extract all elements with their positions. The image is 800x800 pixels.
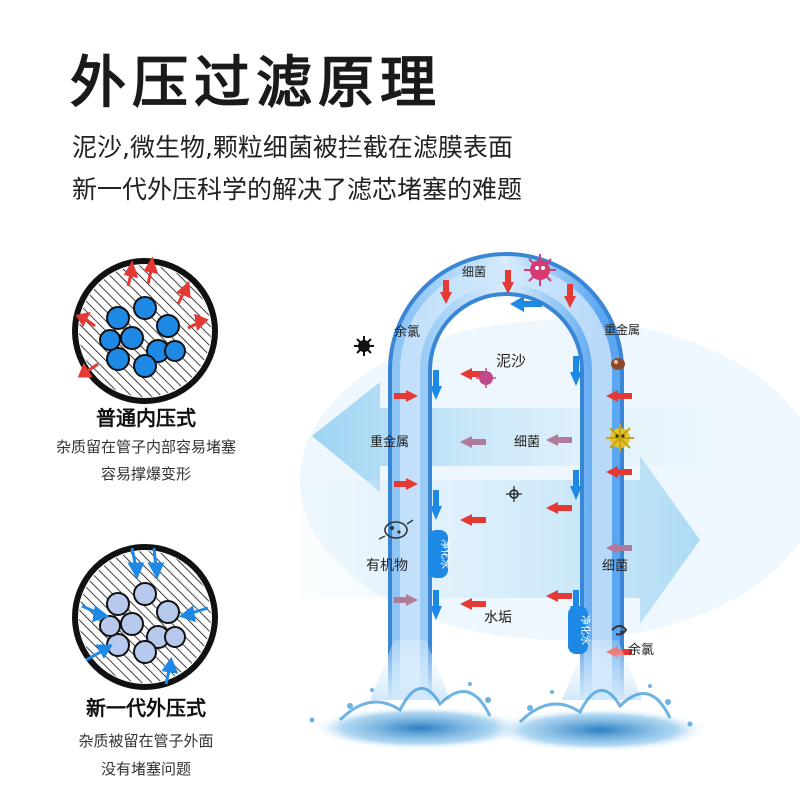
sand-microbe-icon xyxy=(476,368,496,388)
organic-matter-icon xyxy=(378,519,414,540)
heavy-metal-particle-icon xyxy=(611,358,625,370)
purified-water-left: 净化水 xyxy=(428,530,452,578)
small-germ-icon xyxy=(506,486,522,502)
label-bacteria-right: 细菌 xyxy=(602,559,628,574)
subtitle-line-1: 泥沙,微生物,颗粒细菌被拦截在滤膜表面 xyxy=(72,133,513,162)
water-splash-right xyxy=(490,640,710,752)
bacteria-icon xyxy=(524,254,556,286)
water-splash-left xyxy=(309,640,530,750)
inner-pressure-label: 普通内压式 xyxy=(96,406,196,430)
virus-icon xyxy=(354,336,374,356)
impurity-arrows-faded xyxy=(394,434,632,606)
purified-water-left-text: 净化水 xyxy=(439,539,452,569)
u-tube xyxy=(388,252,624,700)
label-organic: 有机物 xyxy=(366,558,408,574)
page-title: 外压过滤原理 xyxy=(70,51,442,116)
inner-pressure-membrane-icon xyxy=(70,256,220,406)
label-chlorine-left: 余氯 xyxy=(394,324,420,340)
label-bacteria-top: 细菌 xyxy=(462,265,486,279)
label-sand: 泥沙 xyxy=(496,352,526,370)
outer-pressure-label: 新一代外压式 xyxy=(86,696,206,720)
outer-pressure-membrane-icon xyxy=(70,542,220,692)
label-scale: 水垢 xyxy=(484,610,512,626)
label-bacteria-mid: 细菌 xyxy=(514,435,540,450)
label-heavy-metal-top: 重金属 xyxy=(604,322,640,337)
label-chlorine-right: 余氯 xyxy=(628,642,654,658)
impurity-arrows xyxy=(394,270,632,658)
label-heavy-metal-left: 重金属 xyxy=(370,434,409,450)
big-arrow-left xyxy=(312,382,720,492)
purified-water-right-text: 净化水 xyxy=(579,615,592,645)
outer-pressure-desc-2: 没有堵塞问题 xyxy=(100,760,191,778)
big-arrow-right xyxy=(300,456,700,624)
purified-water-right: 净化水 xyxy=(568,606,592,654)
yellow-germ-icon xyxy=(606,424,634,452)
chlorine-icon xyxy=(611,625,628,636)
inner-pressure-desc-2: 容易撑爆变形 xyxy=(100,465,191,483)
flow-arrows xyxy=(430,296,582,620)
outer-pressure-desc-1: 杂质被留在管子外面 xyxy=(78,732,214,750)
subtitle-line-2: 新一代外压科学的解决了滤芯堵塞的难题 xyxy=(72,175,523,204)
haze xyxy=(300,320,800,640)
inner-pressure-desc-1: 杂质留在管子内部容易堵塞 xyxy=(55,438,236,456)
